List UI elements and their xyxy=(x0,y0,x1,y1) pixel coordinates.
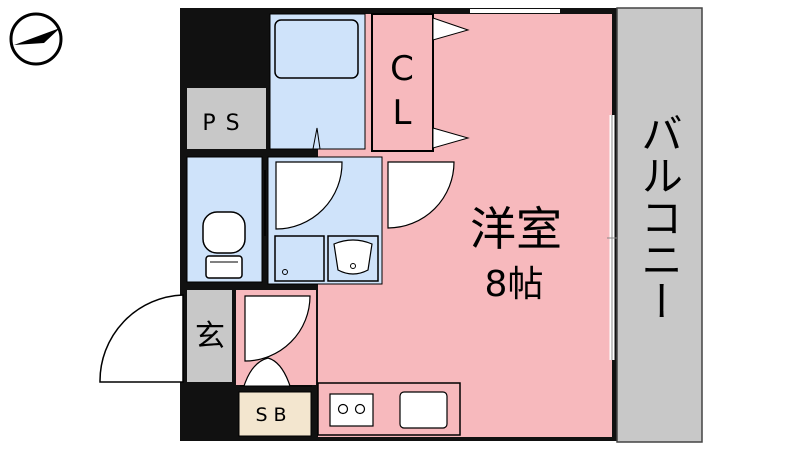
washing-machine xyxy=(274,235,325,282)
toilet-icon xyxy=(202,211,246,279)
entrance-door xyxy=(99,294,184,383)
room-name-label: 洋室 xyxy=(470,202,562,256)
closet-label-c: C xyxy=(390,49,414,89)
compass-arrow-icon xyxy=(9,12,63,66)
kitchen-sink xyxy=(399,391,448,429)
entrance-label: 玄 xyxy=(195,319,225,354)
room-size-label: 8帖 xyxy=(485,264,544,305)
hallway-door xyxy=(244,295,311,362)
entrance xyxy=(187,290,232,382)
closet-label-l: L xyxy=(393,93,412,133)
shoe-box-label: SB xyxy=(255,404,292,426)
room-door xyxy=(387,161,455,229)
balcony-area xyxy=(616,7,703,443)
shoe-box xyxy=(238,391,312,437)
stove-icon xyxy=(329,393,374,427)
ps-label: PS xyxy=(202,111,249,136)
closet xyxy=(371,13,434,152)
pipe-space xyxy=(187,88,266,149)
bathtub xyxy=(274,19,359,79)
balcony-label: バルコニー xyxy=(635,112,684,322)
washroom-door xyxy=(275,161,343,230)
